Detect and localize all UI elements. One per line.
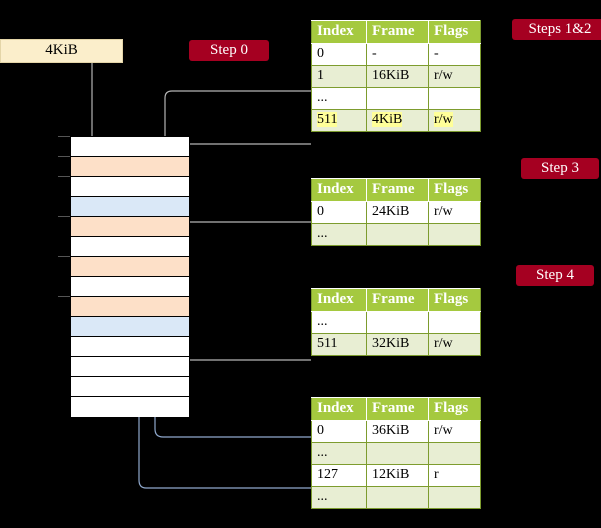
badge-step4: Step 4 bbox=[516, 265, 594, 286]
badge-step3: Step 3 bbox=[521, 158, 599, 179]
table-cell: 4KiB bbox=[366, 109, 429, 132]
memory-frame-row bbox=[71, 257, 189, 277]
highlighted-value: r/w bbox=[434, 112, 453, 127]
memory-tick-mark bbox=[58, 256, 70, 257]
memory-frame-row bbox=[71, 177, 189, 197]
memory-frame-row bbox=[71, 137, 189, 157]
table-cell bbox=[428, 442, 481, 465]
table-row: ... bbox=[311, 442, 481, 465]
table-row: ... bbox=[311, 311, 481, 334]
memory-frame-row bbox=[71, 197, 189, 217]
column-header-flags: Flags bbox=[428, 178, 481, 202]
table-cell: ... bbox=[311, 311, 367, 334]
table-cell: 16KiB bbox=[366, 65, 429, 88]
badge-step0: Step 0 bbox=[189, 40, 269, 61]
table-cell bbox=[366, 486, 429, 509]
column-header-frame: Frame bbox=[366, 397, 429, 421]
table-cell: ... bbox=[311, 442, 367, 465]
table-cell: - bbox=[428, 43, 481, 66]
column-header-index: Index bbox=[311, 288, 367, 312]
memory-tick-mark bbox=[58, 156, 70, 157]
column-header-flags: Flags bbox=[428, 397, 481, 421]
badge-steps12: Steps 1&2 bbox=[512, 19, 601, 40]
column-header-frame: Frame bbox=[366, 178, 429, 202]
table-cell: 0 bbox=[311, 43, 367, 66]
table-cell bbox=[366, 442, 429, 465]
physical-memory-column bbox=[70, 136, 190, 417]
table-cell: 511 bbox=[311, 109, 367, 132]
table-row: 511 4KiB r/w bbox=[311, 109, 481, 132]
table-cell: ... bbox=[311, 486, 367, 509]
table-cell: 32KiB bbox=[366, 333, 429, 356]
virtual-address-box: 4KiB bbox=[0, 39, 123, 63]
table-cell bbox=[366, 87, 429, 110]
table-cell: 36KiB bbox=[366, 420, 429, 443]
column-header-flags: Flags bbox=[428, 288, 481, 312]
table-row: 0-- bbox=[311, 43, 481, 66]
memory-frame-row bbox=[71, 377, 189, 397]
table-row: ... bbox=[311, 223, 481, 246]
wire-pdp-24kib bbox=[177, 221, 311, 259]
table-cell: r/w bbox=[428, 420, 481, 443]
memory-frame-row bbox=[71, 297, 189, 317]
table-cell: r bbox=[428, 464, 481, 487]
table-cell: 511 bbox=[311, 333, 367, 356]
highlighted-value: 511 bbox=[317, 112, 338, 127]
memory-frame-row bbox=[71, 337, 189, 357]
column-header-flags: Flags bbox=[428, 20, 481, 44]
table-cell: 0 bbox=[311, 201, 367, 224]
table-row: ... bbox=[311, 87, 481, 110]
table-cell: 1 bbox=[311, 65, 367, 88]
table-cell: - bbox=[366, 43, 429, 66]
table-cell: r/w bbox=[428, 109, 481, 132]
table-cell: 127 bbox=[311, 464, 367, 487]
memory-frame-row bbox=[71, 217, 189, 237]
table-cell: 12KiB bbox=[366, 464, 429, 487]
table-cell bbox=[366, 311, 429, 334]
memory-frame-row bbox=[71, 357, 189, 377]
column-header-index: Index bbox=[311, 178, 367, 202]
table-cell bbox=[428, 486, 481, 509]
column-header-frame: Frame bbox=[366, 20, 429, 44]
memory-frame-row bbox=[71, 237, 189, 257]
memory-frame-row bbox=[71, 157, 189, 177]
memory-frame-row bbox=[71, 317, 189, 337]
memory-frame-row bbox=[71, 277, 189, 297]
table-cell: r/w bbox=[428, 201, 481, 224]
highlighted-value: 4KiB bbox=[372, 112, 403, 127]
memory-tick-mark bbox=[58, 216, 70, 217]
table-cell bbox=[428, 87, 481, 110]
virtual-address-label: 4KiB bbox=[45, 42, 78, 58]
table-cell bbox=[428, 223, 481, 246]
table-cell: ... bbox=[311, 87, 367, 110]
table-cell: r/w bbox=[428, 65, 481, 88]
table-cell: 24KiB bbox=[366, 201, 429, 224]
memory-frame-row bbox=[71, 397, 189, 417]
table-cell: 0 bbox=[311, 420, 367, 443]
table-cell bbox=[366, 223, 429, 246]
table-cell: ... bbox=[311, 223, 367, 246]
table-row: ... bbox=[311, 486, 481, 509]
memory-tick-mark bbox=[58, 296, 70, 297]
column-header-frame: Frame bbox=[366, 288, 429, 312]
column-header-index: Index bbox=[311, 20, 367, 44]
column-header-index: Index bbox=[311, 397, 367, 421]
table-cell: r/w bbox=[428, 333, 481, 356]
table-cell bbox=[428, 311, 481, 334]
memory-tick-mark bbox=[58, 136, 70, 137]
memory-tick-mark bbox=[58, 176, 70, 177]
